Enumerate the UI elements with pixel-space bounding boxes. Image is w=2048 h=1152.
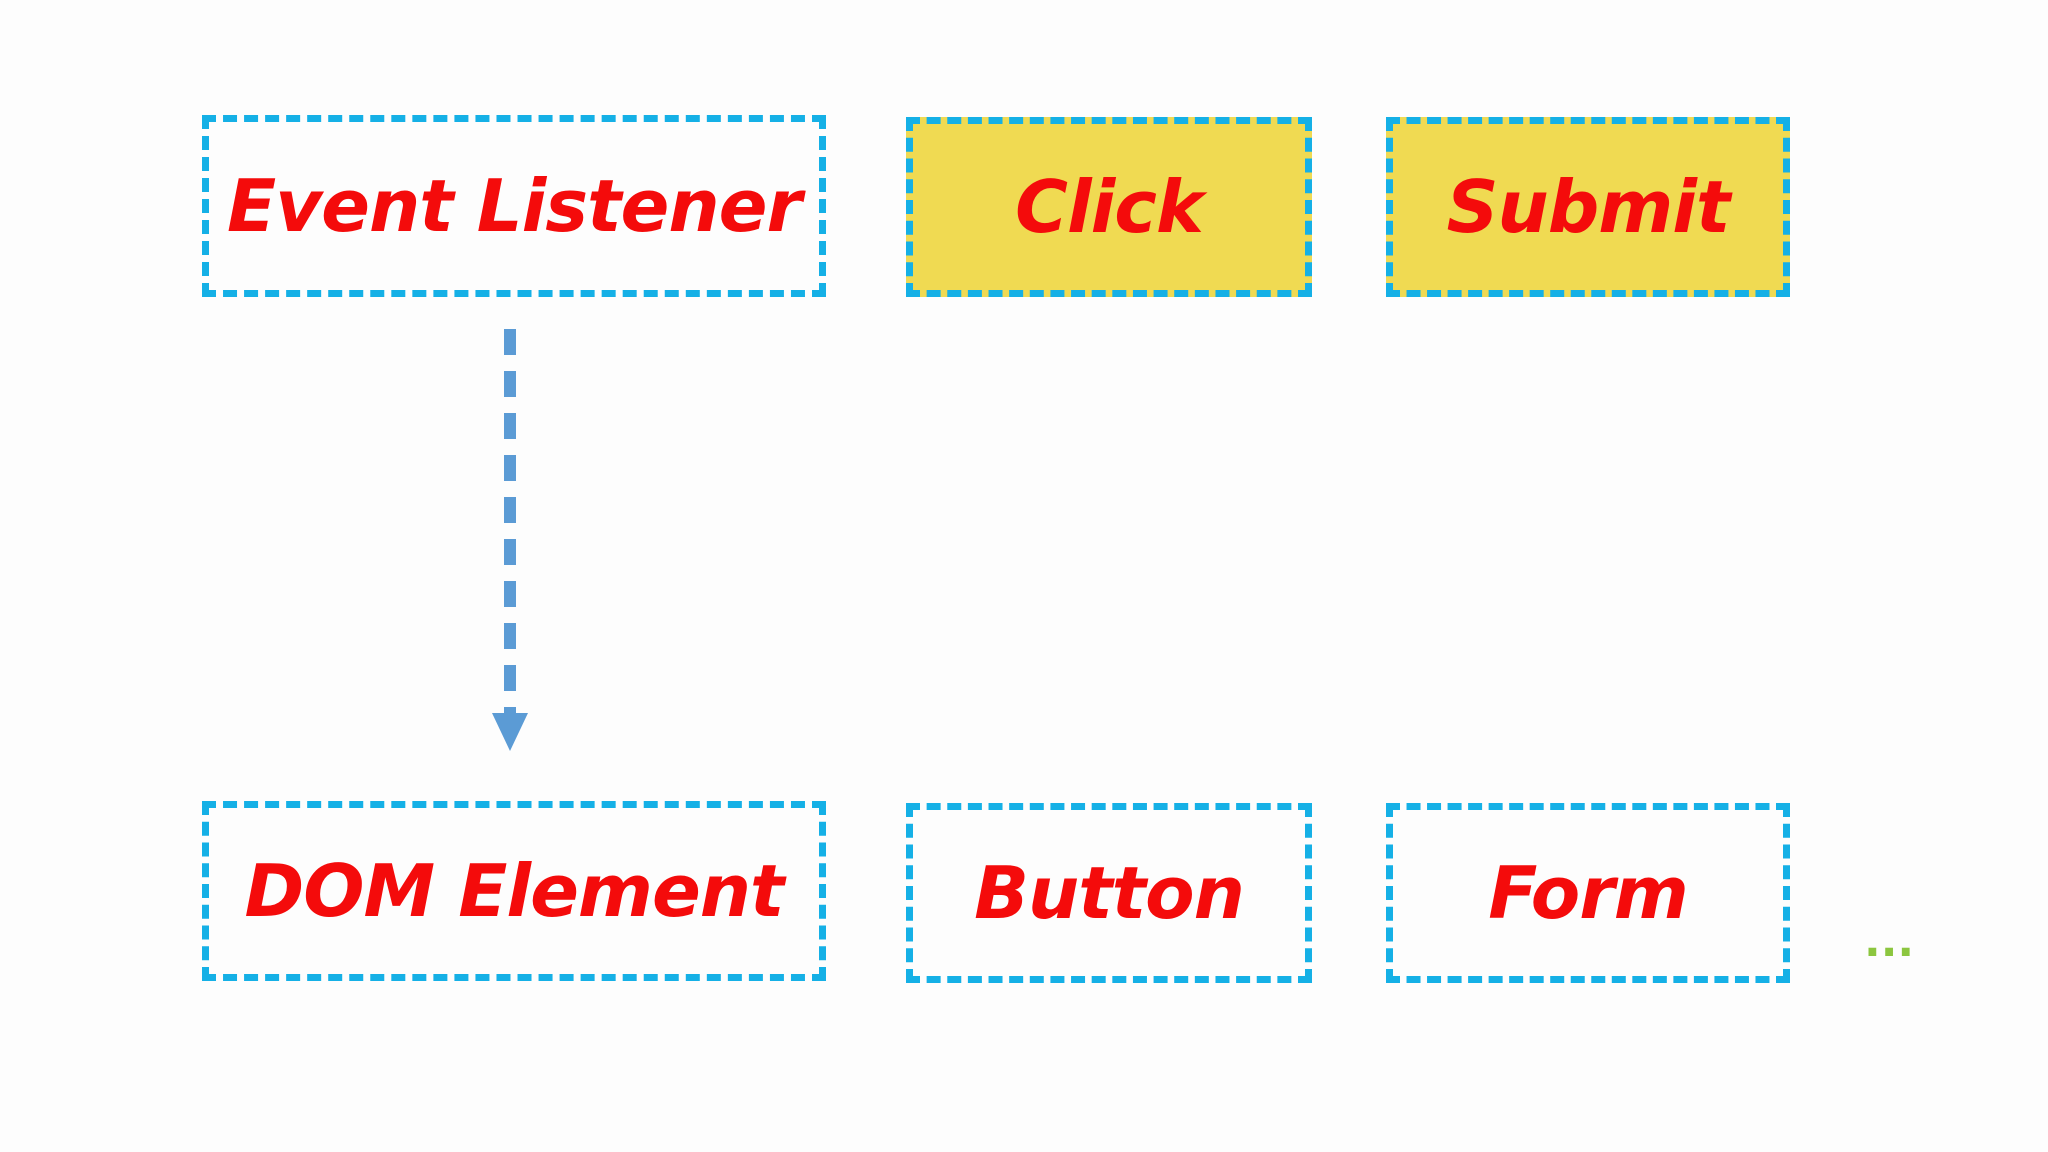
event-listener-label: Event Listener xyxy=(227,164,802,248)
dom-element-box: DOM Element xyxy=(202,801,826,981)
more-ellipsis: ... xyxy=(1864,916,1915,967)
submit-box: Submit xyxy=(1386,117,1790,297)
form-box: Form xyxy=(1386,803,1790,983)
button-label: Button xyxy=(974,851,1245,935)
click-box: Click xyxy=(906,117,1312,297)
click-label: Click xyxy=(1015,165,1204,249)
dashed-down-arrow xyxy=(492,329,528,751)
submit-label: Submit xyxy=(1446,165,1731,249)
form-label: Form xyxy=(1488,851,1689,935)
dom-element-label: DOM Element xyxy=(244,849,785,933)
button-box: Button xyxy=(906,803,1312,983)
event-listener-box: Event Listener xyxy=(202,115,826,297)
